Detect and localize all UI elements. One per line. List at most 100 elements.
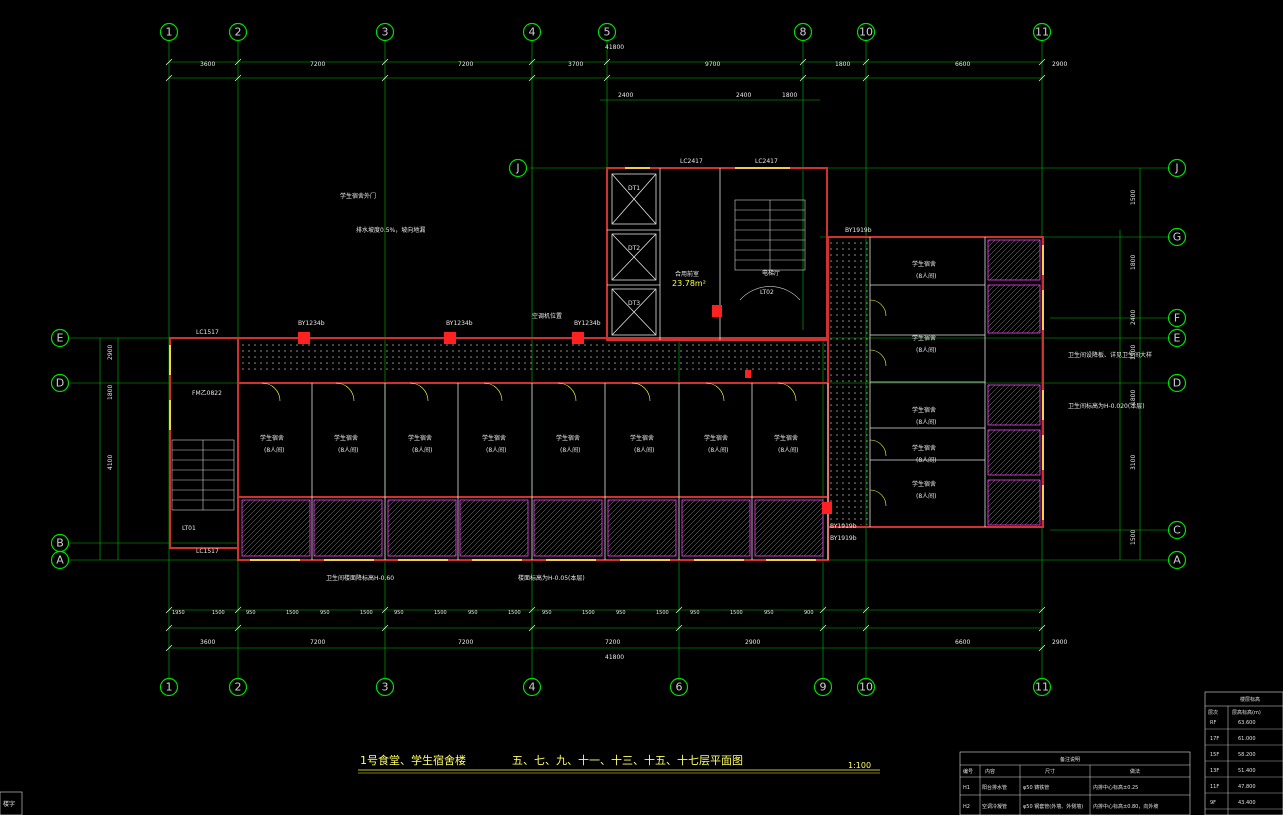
axis-bubble-top-5: 5 [597,22,617,42]
axis-bubble-bottom-11: 11 [1032,677,1052,697]
left-span-dim: 4100 [107,455,114,470]
axis-bubble-bottom-3-label: 3 [382,681,389,694]
levels-title: 楼层标高 [1240,696,1260,703]
level-name: 9F [1210,800,1216,806]
note-3: 卫生间楼面降标高H-0.60 [326,574,394,582]
axis-bubble-top-11-label: 11 [1035,26,1049,39]
axis-bubble-top-8: 8 [793,22,813,42]
room-label: 学生宿舍 [704,434,728,442]
axis-bubble-left-D-label: D [56,377,64,390]
left-span-dimensions: 2900 1800 4100 [107,345,114,470]
corner-mark-text: 楼字 [3,800,15,808]
room-sublabel: (8人间) [916,272,937,280]
bottom-sub-dim: 950 [764,610,774,616]
corridor-hatch [240,240,868,525]
notes-table-cell: H2 [963,804,970,810]
note-6: 空调机位置 [532,312,562,320]
axis-bubble-right-F: F [1167,308,1187,328]
by-label-3: BY1234b [574,320,601,327]
axis-bubbles-right: J G FE D CA J [508,158,1187,570]
axis-bubble-right-A: A [1167,550,1187,570]
level-elevation: 58.200 [1238,752,1256,758]
right-span-dim: 1500 [1130,530,1137,545]
room-sublabel: (8人间) [560,446,581,454]
bottom-sub-dim: 950 [394,610,404,616]
axis-bubble-top-4: 4 [522,22,542,42]
notes-table-header: 编号 [963,768,973,775]
bottom-span-dim: 7200 [310,639,325,646]
axis-bubble-bottom-10: 10 [856,677,876,697]
level-elevation: 61.000 [1238,736,1256,742]
bottom-sub-dim: 950 [468,610,478,616]
axis-bubble-right-J: J [1167,158,1187,178]
bottom-total-dimension: 41800 [605,654,624,661]
window-label-1: LC2417 [680,158,703,165]
top-span-dim: 1800 [835,61,850,68]
axis-bubble-bottom-11-label: 11 [1035,681,1049,694]
top-span-dim: 9700 [705,61,720,68]
levels-header: 层高标高(m) [1232,709,1261,716]
bottom-sub-dim: 1950 [172,610,185,616]
note-2: 排水坡度0.5%，坡向地漏 [356,226,425,234]
corner-mark: 楼字 [0,791,23,815]
axis-bubble-bottom-3: 3 [375,677,395,697]
axis-bubble-top-5-label: 5 [604,26,611,39]
bottom-sub-dim: 1500 [582,610,595,616]
notes-table-cell: 内排中心标高±0.25 [1093,784,1138,791]
axis-bubble-right-J-label: J [1174,162,1178,175]
notes-table-header: 做法 [1130,768,1140,775]
axis-bubble-left-E: E [50,328,70,348]
by-label-5: BY1919b [830,523,857,530]
room-sublabel: (8人间) [634,446,655,454]
bottom-sub-dim: 900 [804,610,814,616]
axis-bubble-top-10-label: 10 [859,26,873,39]
left-span-dim: 1800 [107,385,114,400]
axis-bubble-right-G: G [1167,227,1187,247]
left-span-dim: 2900 [107,345,114,360]
bottom-span-dim: 7200 [605,639,620,646]
axis-bubble-right-C-label: C [1173,524,1181,537]
notes-table-cell: φ50 钢套管(外墙、外侧墙) [1023,803,1083,810]
bottom-span-dim: 7200 [458,639,473,646]
door-swings [261,299,887,507]
axis-bubble-right-D: D [1167,373,1187,393]
axis-bubble-left-B: B [50,533,70,553]
bottom-sub-dim: 1500 [508,610,521,616]
top-span-dim: 2900 [1052,61,1067,68]
elevator-label-2: DT2 [628,245,640,252]
level-elevation: 47.800 [1238,784,1256,790]
bottom-sub-dim: 1500 [656,610,669,616]
bottom-sub-dim: 1500 [360,610,373,616]
axis-bubble-left-B-label: B [56,537,64,550]
right-span-dim: 1800 [1130,255,1137,270]
room-sublabel: (8人间) [916,418,937,426]
bottom-sub-dim: 950 [320,610,330,616]
top-span-dim: 3600 [200,61,215,68]
by-label-6: BY1919b [830,535,857,542]
window-label-2: LC2417 [755,158,778,165]
levels-header: 层次 [1208,709,1218,716]
axis-bubble-top-3: 3 [375,22,395,42]
by-label-4: BY1919b [845,227,872,234]
room-sublabel: (8人间) [338,446,359,454]
axis-bubble-right-E: E [1167,328,1187,348]
room-label: 学生宿舍 [482,434,506,442]
axis-bubble-inner-J-label: J [515,162,519,175]
axis-bubble-bottom-1: 1 [159,677,179,697]
dimension-ticks [165,58,1046,652]
title-project: 1号食堂、学生宿舍楼 [360,753,466,767]
top-sub-dim: 2400 [736,92,751,99]
level-name: 17F [1210,736,1219,742]
axis-bubble-bottom-9-label: 9 [820,681,827,694]
top-sub-dim: 2400 [618,92,633,99]
room-label: 学生宿舍 [912,444,936,452]
stair-core-label: LT02 [760,289,774,296]
window-label-4: LC1517 [196,548,219,555]
room-sublabel: (8人间) [916,456,937,464]
window-label-3: LC1517 [196,329,219,336]
notes-table-cell: φ50 铸铁管 [1023,784,1049,791]
axis-bubble-top-4-label: 4 [529,26,536,39]
